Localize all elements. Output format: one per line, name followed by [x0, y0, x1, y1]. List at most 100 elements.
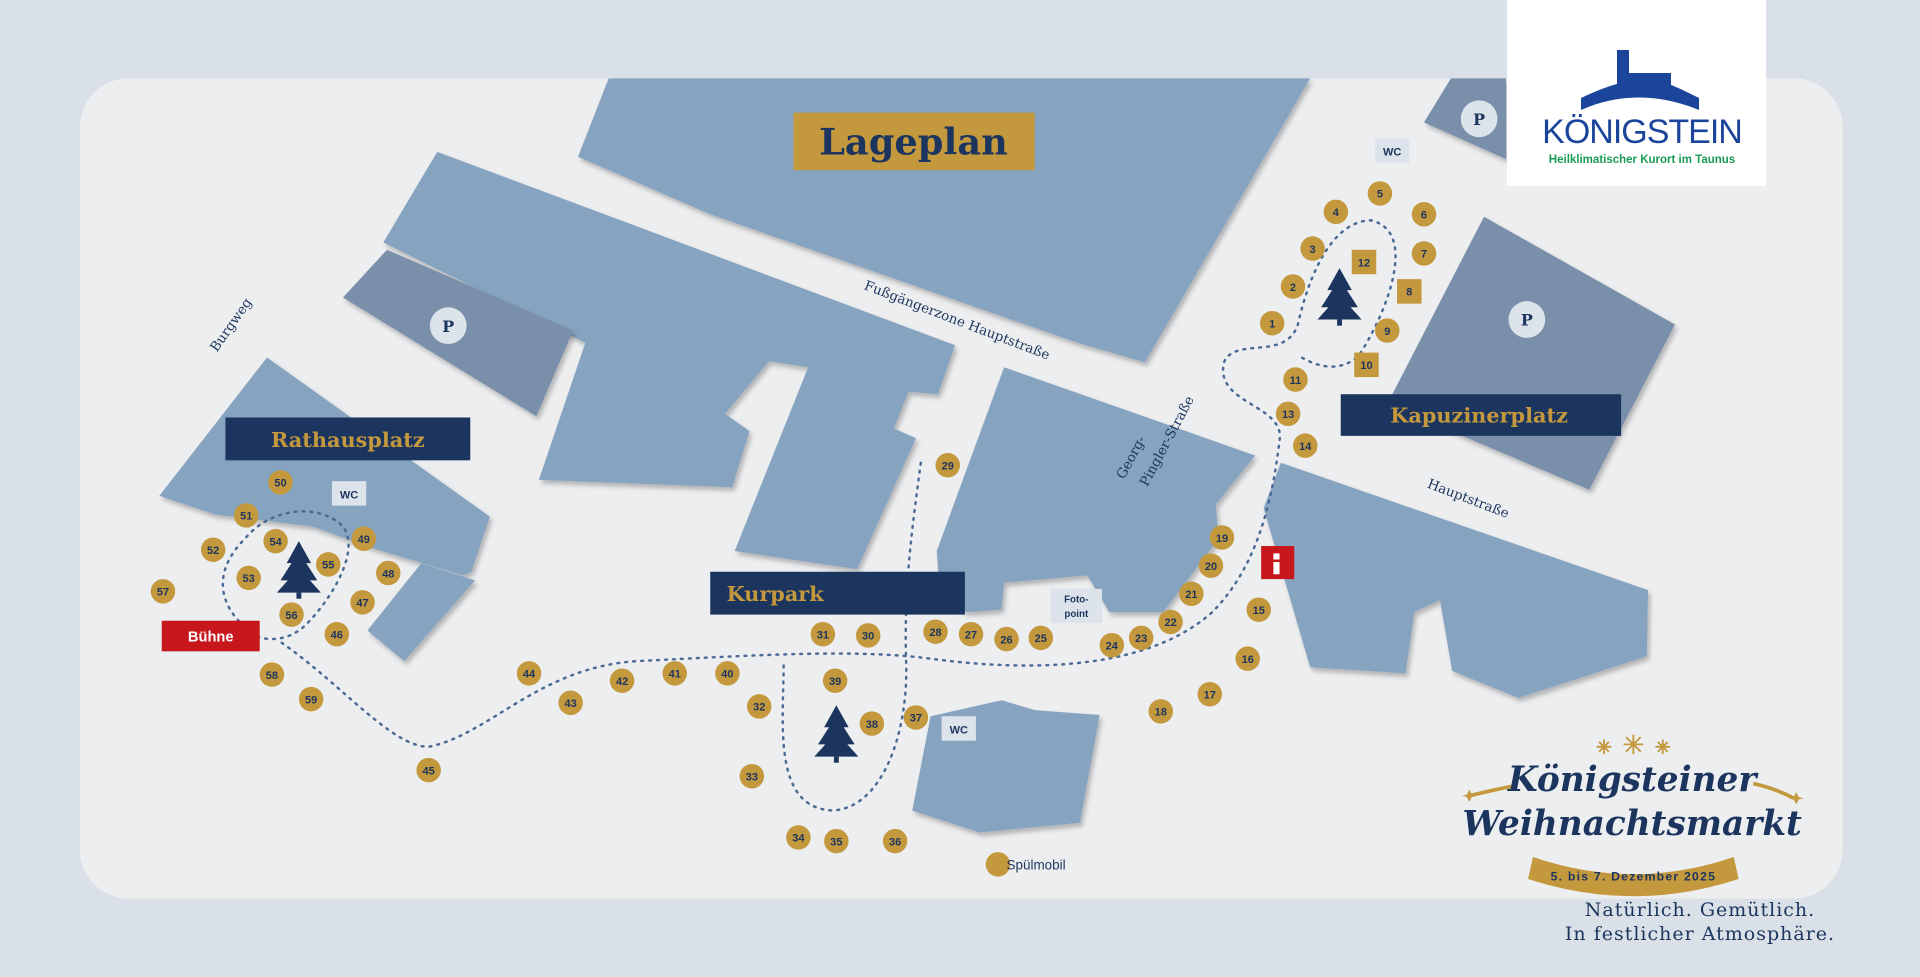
stall-marker[interactable]: 31	[810, 621, 836, 647]
place-label-rathausplatz: Rathausplatz	[271, 427, 425, 452]
stall-number: 43	[565, 698, 577, 710]
stall-number: 26	[1000, 634, 1012, 646]
stall-number: 6	[1421, 210, 1427, 222]
stall-marker[interactable]: 33	[739, 763, 765, 789]
stall-number: 57	[157, 587, 169, 599]
event-title-line2: Weihnachtsmarkt	[1462, 804, 1802, 844]
stall-marker[interactable]: 35	[824, 828, 849, 854]
stall-number: 36	[889, 836, 901, 848]
wc-marker: WC	[1375, 138, 1410, 163]
stall-marker[interactable]: 2	[1280, 274, 1306, 299]
stall-marker[interactable]: 17	[1197, 681, 1223, 707]
stall-marker[interactable]: 14	[1293, 433, 1318, 458]
stall-marker[interactable]: 42	[609, 668, 635, 693]
stall-number: 8	[1406, 287, 1412, 299]
kurpark-banner	[710, 571, 965, 615]
stall-marker-square[interactable]: 8	[1397, 279, 1422, 304]
stall-marker[interactable]: 7	[1411, 241, 1437, 266]
stall-marker[interactable]: 21	[1179, 581, 1204, 607]
snowflake-icons	[1596, 734, 1671, 755]
stall-marker[interactable]: 18	[1148, 699, 1174, 724]
koenigstein-logo-mark	[1581, 50, 1699, 110]
stall-number: 48	[382, 568, 394, 580]
stall-marker[interactable]: 56	[279, 602, 304, 627]
stall-marker[interactable]: 40	[715, 661, 740, 686]
stall-marker[interactable]: 19	[1209, 525, 1235, 550]
stall-marker[interactable]: 23	[1128, 625, 1154, 651]
stall-marker[interactable]: 27	[958, 621, 984, 647]
star-icon	[1788, 792, 1804, 805]
stall-marker[interactable]: 58	[259, 662, 285, 687]
logo-city: KÖNIGSTEIN	[1542, 113, 1743, 151]
stall-number: 32	[753, 702, 765, 714]
stage-label: Bühne	[188, 630, 234, 646]
stall-marker[interactable]: 36	[882, 828, 908, 854]
building	[367, 563, 476, 662]
stall-number: 1	[1269, 319, 1275, 331]
stall-marker[interactable]: 25	[1028, 625, 1054, 651]
stall-marker[interactable]: 3	[1300, 236, 1325, 261]
stall-number: 46	[331, 629, 343, 641]
stall-marker[interactable]: 49	[351, 526, 377, 551]
stall-marker[interactable]: 34	[786, 825, 811, 850]
parking-label: P	[1521, 311, 1533, 330]
stall-marker[interactable]: 37	[903, 705, 929, 730]
stall-marker[interactable]: 30	[855, 623, 881, 648]
stall-marker[interactable]: 52	[200, 537, 226, 562]
title-banner	[793, 112, 1035, 171]
stall-marker[interactable]: 50	[268, 470, 293, 495]
stall-marker[interactable]: 11	[1283, 367, 1308, 392]
stall-marker[interactable]: 9	[1375, 318, 1400, 343]
stall-number: 21	[1185, 589, 1197, 601]
stall-marker[interactable]: 41	[662, 661, 687, 686]
stall-marker[interactable]: 24	[1099, 632, 1125, 658]
building	[1263, 462, 1649, 698]
stall-marker[interactable]: 1	[1259, 310, 1285, 336]
stall-marker[interactable]: 29	[935, 452, 960, 478]
stall-marker-square[interactable]: 12	[1351, 249, 1377, 275]
stall-marker[interactable]: 26	[994, 626, 1019, 652]
stall-number: 15	[1253, 605, 1265, 617]
building	[936, 367, 1256, 613]
stall-marker[interactable]: 55	[316, 552, 341, 577]
stall-marker[interactable]: 51	[233, 503, 259, 528]
stall-marker[interactable]: 46	[324, 621, 350, 647]
walking-route	[221, 219, 1397, 812]
stall-number: 50	[274, 478, 286, 490]
koenigstein-logo: KÖNIGSTEIN Heilklimatischer Kurort im Ta…	[1507, 0, 1766, 186]
stall-marker[interactable]: 4	[1323, 199, 1349, 225]
stall-marker[interactable]: 39	[822, 668, 848, 693]
building	[912, 700, 1100, 833]
stall-number: 9	[1384, 326, 1390, 338]
stall-number: 25	[1035, 633, 1047, 645]
stall-marker[interactable]: 59	[298, 686, 324, 712]
stall-marker[interactable]: 38	[859, 711, 885, 736]
stall-number: 22	[1164, 617, 1176, 629]
stall-marker[interactable]: 13	[1275, 401, 1301, 427]
stall-marker[interactable]: 15	[1246, 597, 1271, 622]
christmas-tree-icon	[1317, 268, 1362, 326]
wc-label: WC	[950, 724, 968, 736]
stall-marker[interactable]: 6	[1411, 202, 1437, 227]
stall-marker[interactable]: 57	[150, 579, 176, 604]
stall-marker[interactable]: 32	[746, 694, 772, 719]
wc-marker: WC	[331, 481, 367, 506]
stall-marker[interactable]: 5	[1367, 181, 1393, 206]
stall-marker[interactable]: 28	[923, 619, 948, 644]
stall-number: 12	[1358, 257, 1370, 269]
stall-number: 16	[1242, 654, 1254, 666]
stall-marker[interactable]: 45	[416, 757, 441, 783]
parking-label: P	[442, 317, 454, 336]
stall-marker[interactable]: 53	[236, 565, 261, 591]
stall-marker[interactable]: 43	[558, 690, 583, 715]
stall-marker[interactable]: 20	[1198, 553, 1224, 578]
stall-marker[interactable]: 22	[1158, 609, 1183, 635]
stall-marker[interactable]: 54	[263, 528, 288, 554]
stall-marker-square[interactable]: 10	[1354, 352, 1379, 378]
stall-marker[interactable]: 47	[350, 590, 375, 615]
stall-number: 53	[243, 573, 255, 585]
stall-marker[interactable]: 16	[1235, 646, 1260, 671]
stall-number: 47	[356, 598, 368, 610]
stall-marker[interactable]: 44	[516, 661, 542, 686]
stall-marker[interactable]: 48	[376, 560, 401, 586]
